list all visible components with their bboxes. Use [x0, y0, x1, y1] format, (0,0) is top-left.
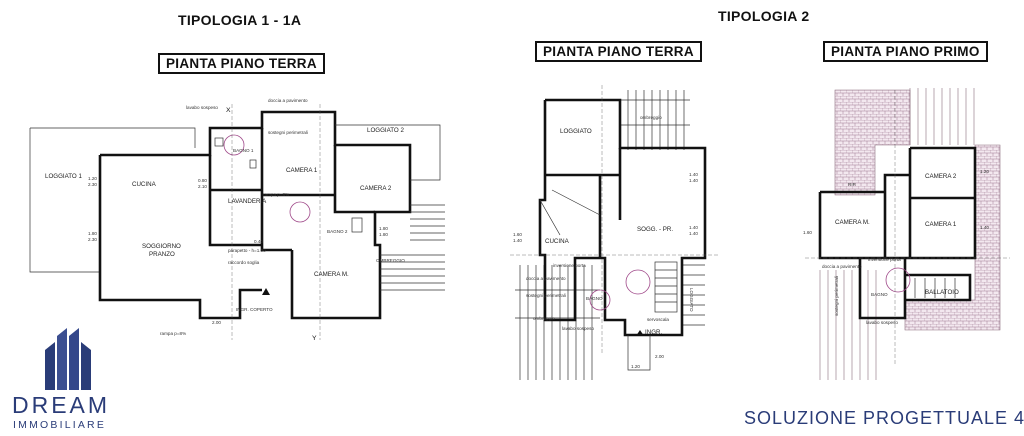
t2f-ballatoio: BALLATOIO — [925, 289, 959, 296]
t1-dim-l1c: 1.80 — [88, 231, 97, 236]
t1-soggiorno: SOGGIORNO — [142, 243, 181, 250]
t2f-d140: 1.40 — [980, 225, 989, 230]
t2g-cucina: CUCINA — [545, 238, 570, 245]
t1-camera1: CAMERA 1 — [286, 167, 318, 174]
t2g-bagno: BAGNO — [586, 296, 603, 301]
solution-title: SOLUZIONE PROGETTUALE 4 — [744, 408, 1024, 428]
t1-axis-x: X — [226, 107, 231, 114]
t2f-lavabo: lavabo sospeso — [866, 320, 898, 325]
t2f-camera2: CAMERA 2 — [925, 173, 957, 180]
t2f-inversione: inversione porta — [868, 257, 901, 262]
t1-pranzo: PRANZO — [149, 251, 175, 258]
t2g-d140d: 1.40 — [689, 231, 698, 236]
t2g-d140c: 1.40 — [689, 225, 698, 230]
t1-axis-y: Y — [312, 335, 317, 342]
t1-rampa1: rampa p=8% — [263, 192, 289, 197]
t1-dim-c2: 2.10 — [198, 184, 207, 189]
type2-first-title: PIANTA PIANO PRIMO — [823, 41, 988, 62]
t1-ingr: INGR. COPERTO — [236, 307, 273, 312]
t2g-d140b: 1.40 — [689, 178, 698, 183]
t1-dim-l1b: 2.30 — [88, 182, 97, 187]
t2g-d120: 1.20 — [631, 364, 640, 369]
t1-dim-c1: 0.80 — [198, 178, 207, 183]
t1-lavabo: lavabo sospeso — [186, 105, 218, 110]
t1-dim-b2a: 1.80 — [379, 226, 388, 231]
t1-dim-040: 0.40 — [254, 239, 263, 244]
type1-plan — [29, 104, 445, 340]
t1-raccordo: raccordo soglia — [228, 260, 260, 265]
t1-dim-l1a: 1.20 — [88, 176, 97, 181]
t1-parapetto: parapetto - h=1.00 — [228, 248, 266, 253]
type2-first-plan — [805, 88, 1010, 380]
t1-rampa2: rampa p=8% — [160, 331, 186, 336]
t2g-doccia: doccia a pavimento — [526, 276, 566, 281]
t1-dim-l1d: 2.30 — [88, 237, 97, 242]
type1-plan-title: PIANTA PIANO TERRA — [158, 53, 325, 74]
t2g-d140a: 1.40 — [689, 172, 698, 177]
type2-ground-plan — [510, 85, 720, 380]
type1-title: TIPOLOGIA 1 - 1A — [178, 12, 302, 28]
t2g-ingr: INGR. — [645, 329, 662, 336]
t1-sostegni: sostegni perimetrali — [268, 130, 308, 135]
t1-cameraM: CAMERA M. — [314, 271, 349, 278]
t1-ombreggio: OMBREGGIO — [376, 258, 405, 263]
t1-dim-200: 2.00 — [212, 320, 221, 325]
t2f-camera1: CAMERA 1 — [925, 221, 957, 228]
t2f-d160: 1.60 — [803, 230, 812, 235]
t2f-rip: RIP. — [848, 182, 856, 187]
t2g-ombreggio: ombreggio — [640, 115, 662, 120]
t2g-lavabo: lavabo sospeso — [562, 326, 594, 331]
t2g-d160: 1.60 — [513, 232, 522, 237]
t1-camera2: CAMERA 2 — [360, 185, 392, 192]
t2g-inversione: inversione porta — [553, 263, 586, 268]
t2g-loggiato-v: LOGGIATO — [689, 288, 694, 312]
t2f-doccia: doccia a pavimento — [822, 264, 862, 269]
t2g-sostegni: sostegni perimetrali — [526, 293, 566, 298]
t2g-loggiato: LOGGIATO — [560, 128, 592, 135]
t2g-sogg: SOGG. - PR. — [637, 226, 673, 233]
t2f-sostegni: sostegni perimetrali — [834, 276, 839, 316]
type2-title: TIPOLOGIA 2 — [718, 8, 810, 24]
t2g-servoscala: servoscala — [647, 317, 669, 322]
t1-cucina: CUCINA — [132, 181, 157, 188]
t1-loggiato2: LOGGIATO 2 — [367, 127, 404, 134]
t1-bagno1: BAGNO 1 — [233, 148, 254, 153]
t1-bagno2: BAGNO 2 — [327, 229, 348, 234]
t1-dim-b2b: 1.80 — [379, 232, 388, 237]
t2g-d140e: 1.40 — [513, 238, 522, 243]
dream-logo-mark — [45, 328, 91, 390]
type2-ground-title: PIANTA PIANO TERRA — [535, 41, 702, 62]
t2f-d120: 1.20 — [980, 169, 989, 174]
t1-doccia: doccia a pavimento — [268, 98, 308, 103]
t2g-ombreggio2: ombreggio — [533, 316, 555, 321]
t2f-cameraM: CAMERA M. — [835, 219, 870, 226]
logo-subtitle: IMMOBILIARE — [13, 419, 107, 431]
t1-lavanderia: LAVANDERIA — [228, 198, 267, 205]
logo-name: DREAM — [12, 392, 111, 418]
t2g-d200: 2.00 — [655, 354, 664, 359]
t1-loggiato1: LOGGIATO 1 — [45, 173, 82, 180]
t2f-bagno: BAGNO — [871, 292, 888, 297]
